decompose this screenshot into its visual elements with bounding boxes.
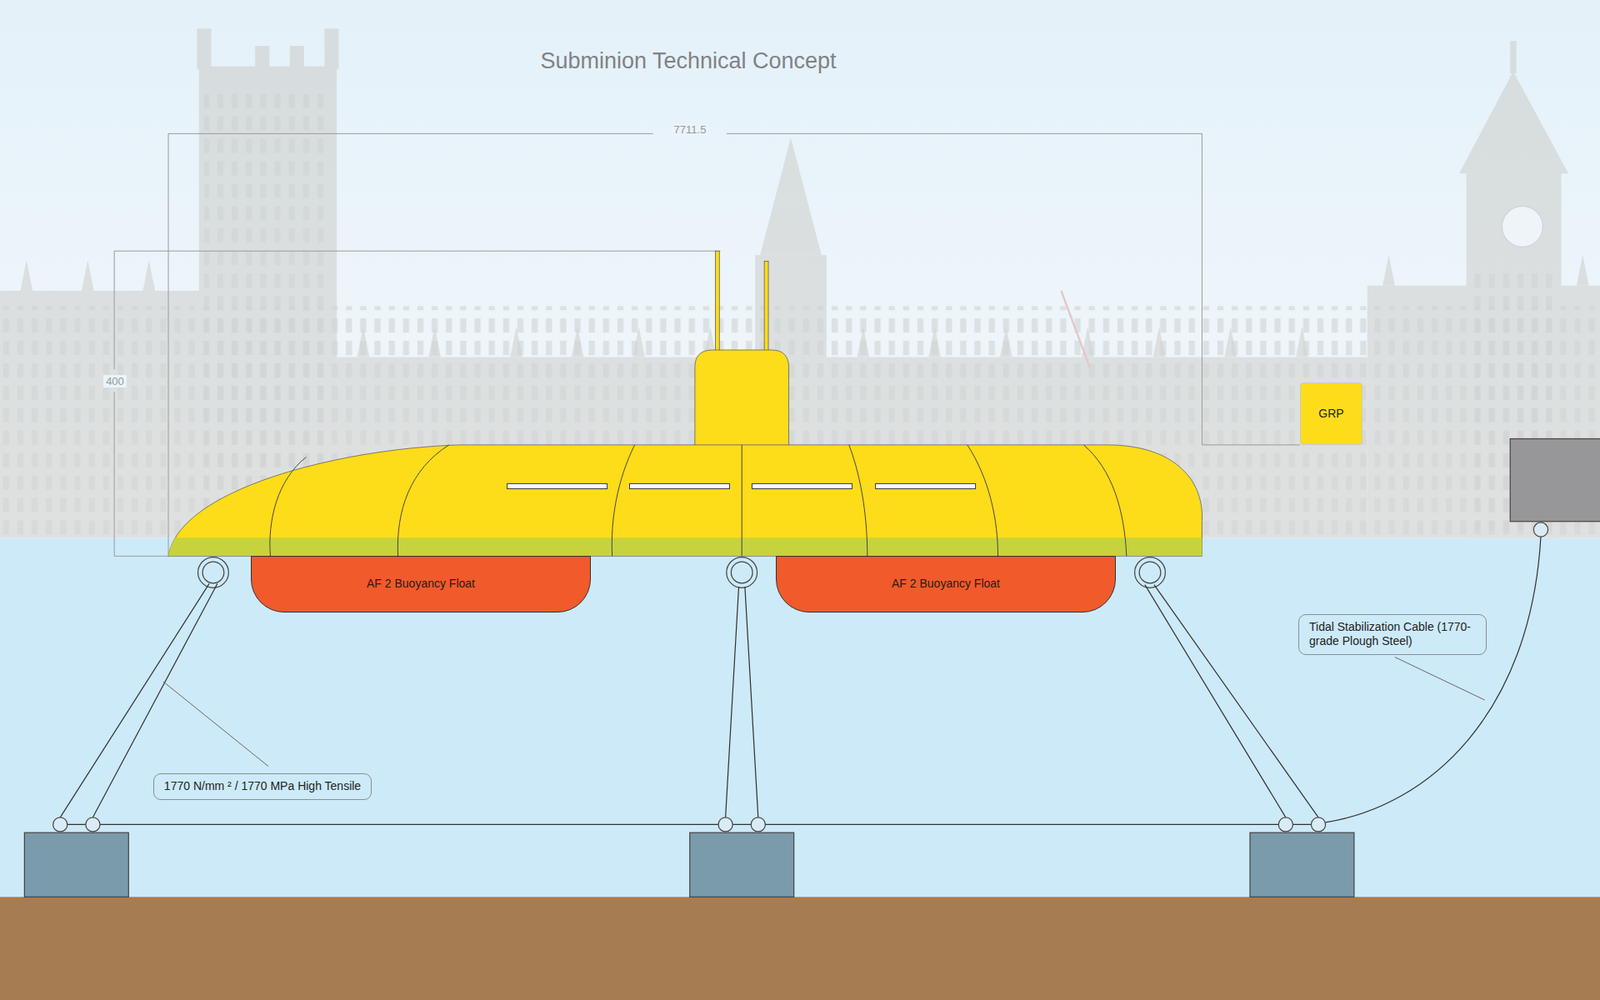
anchor-rings <box>718 817 733 832</box>
page-title: Subminion Technical Concept <box>540 48 836 75</box>
shore-winch <box>1510 439 1600 538</box>
river-water <box>0 537 1600 898</box>
submarine-hull <box>875 483 976 489</box>
leader-lines <box>163 657 1485 767</box>
anchor-rings <box>1310 817 1325 832</box>
submarine-hull <box>507 483 976 489</box>
westminster-skyline <box>760 137 821 255</box>
submarine-hull <box>397 445 449 556</box>
anchor-rings <box>750 817 765 832</box>
dimension-lines <box>168 133 1300 556</box>
dimension-label: 400 <box>103 375 127 388</box>
dimension-lines <box>114 133 1300 556</box>
submarine-hull <box>751 483 852 489</box>
mooring-rings <box>198 557 230 589</box>
anchor-rings <box>85 817 100 832</box>
node-text: GRP <box>1318 406 1344 422</box>
mooring-cables <box>67 824 1312 825</box>
submarine-hull <box>270 445 1127 556</box>
dimension-label: 7711.5 <box>671 123 710 136</box>
mooring-cables <box>60 536 1541 825</box>
float-pontoon: AF 2 Buoyancy Float <box>775 555 1116 613</box>
westminster-skyline <box>290 45 305 72</box>
node-text: AF 2 Buoyancy Float <box>891 576 1000 592</box>
submarine-hull <box>741 445 743 556</box>
anchor-blocks <box>690 832 795 897</box>
callout-box: Tidal Stabilization Cable (1770-grade Pl… <box>1298 614 1487 655</box>
node-text: AF 2 Buoyancy Float <box>366 576 475 592</box>
submarine-hull <box>764 260 769 351</box>
westminster-skyline <box>1510 40 1516 74</box>
anchor-blocks <box>24 832 129 897</box>
node-text: 1770 N/mm ² / 1770 MPa High Tensile <box>164 779 361 795</box>
westminster-skyline <box>1501 205 1543 247</box>
leader-lines <box>1395 657 1485 700</box>
fiberglass-box: GRP <box>1300 382 1363 445</box>
westminster-skyline <box>196 28 211 70</box>
mooring-cables <box>725 586 759 818</box>
submarine-hull <box>1083 445 1126 556</box>
submarine-hull <box>507 483 608 489</box>
mooring-rings <box>202 561 225 584</box>
anchor-rings <box>53 817 68 832</box>
anchor-rings <box>1278 817 1293 832</box>
shore-winch <box>1533 522 1548 537</box>
anchor-blocks <box>24 832 1355 897</box>
submarine-hull <box>163 250 1210 559</box>
westminster-skyline <box>255 45 270 72</box>
westminster-skyline <box>204 91 332 531</box>
submarine-hull <box>967 445 999 556</box>
submarine-hull <box>715 250 720 351</box>
mooring-rings <box>726 557 758 589</box>
mooring-rings <box>1139 561 1161 584</box>
river-bed <box>0 896 1600 1000</box>
submarine-hull <box>270 457 306 557</box>
submarine-hull <box>695 350 790 446</box>
anchor-blocks <box>1250 832 1355 897</box>
node-text: Tidal Stabilization Cable (1770-grade Pl… <box>1309 620 1476 650</box>
callout-box: 1770 N/mm ² / 1770 MPa High Tensile <box>153 773 372 800</box>
submarine-hull <box>611 445 635 556</box>
mooring-cables <box>1325 536 1541 823</box>
anchor-rings <box>53 817 1326 832</box>
westminster-skyline <box>324 28 339 70</box>
submarine-hull <box>630 483 730 489</box>
leader-lines <box>163 681 269 767</box>
shore-winch <box>1510 439 1600 522</box>
float-pontoon: AF 2 Buoyancy Float <box>250 555 591 613</box>
westminster-skyline <box>1060 290 1090 368</box>
mooring-rings <box>730 561 753 584</box>
westminster-skyline <box>1459 71 1569 174</box>
mooring-cables <box>1145 585 1319 818</box>
mooring-rings <box>1135 557 1166 589</box>
submarine-hull <box>849 445 868 556</box>
